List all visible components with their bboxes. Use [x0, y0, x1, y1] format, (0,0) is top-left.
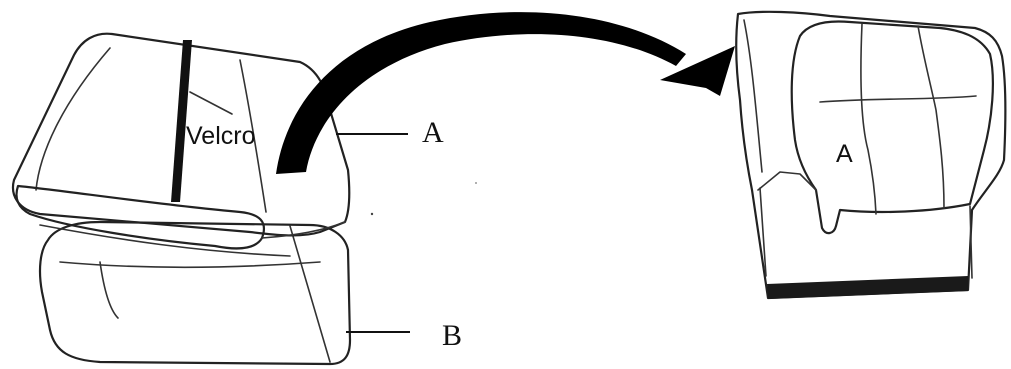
- backrest-inner-cushion: [790, 20, 994, 235]
- seat-base-outline: [38, 220, 352, 366]
- arrow-body: [276, 12, 686, 175]
- seat-base-inner-line: [59, 261, 321, 269]
- backrest-right-edge: [969, 205, 973, 279]
- part-b-label-left: B: [442, 319, 462, 352]
- backrest-seat-step: [757, 171, 817, 191]
- sofa-seat-drawing: Velcro A B: [11, 32, 477, 366]
- speck-dot: [475, 182, 477, 184]
- arrow-head: [660, 46, 735, 96]
- curved-arrow: [276, 12, 735, 175]
- backrest-left-shell: [743, 19, 763, 173]
- velcro-strap: [171, 40, 192, 202]
- cushion-lower-crease: [39, 224, 291, 257]
- backrest-bottom-band: [767, 276, 968, 299]
- velcro-leader-line: [189, 91, 233, 115]
- backrest-vertical-seam-1: [860, 23, 877, 215]
- speck-dot: [370, 212, 374, 216]
- cushion-top-seam: [35, 47, 111, 191]
- cushion-flap: [15, 184, 266, 250]
- backrest-vertical-seam-2: [917, 25, 945, 209]
- part-a-label-right: A: [836, 140, 853, 168]
- part-a-label-left: A: [422, 116, 444, 149]
- velcro-label: Velcro: [186, 122, 255, 150]
- backrest-drawing: A: [735, 10, 1007, 300]
- cushion-right-panel: [239, 59, 267, 213]
- seat-base-crease: [99, 261, 119, 319]
- backrest-outline: [735, 10, 1007, 300]
- backrest-base-line: [759, 187, 767, 277]
- seat-base-side: [289, 225, 331, 363]
- cushion-outline: [11, 32, 351, 237]
- backrest-horizontal-seam: [819, 95, 977, 103]
- cushion-front-edge: [261, 221, 346, 239]
